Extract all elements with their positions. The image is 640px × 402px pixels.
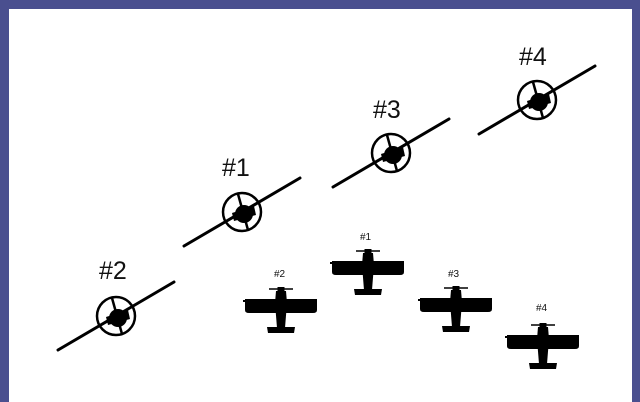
front-aircraft-2: #2 — [56, 257, 176, 352]
front-aircraft-3: #3 — [331, 96, 451, 189]
front-label-1: #1 — [222, 154, 250, 182]
top-label-1: #1 — [360, 232, 372, 243]
front-aircraft-4: #4 — [477, 43, 597, 136]
top-label-3: #3 — [448, 269, 460, 280]
top-aircraft-2: #2 — [242, 269, 318, 334]
front-label-4: #4 — [519, 43, 547, 71]
top-label-4: #4 — [536, 303, 548, 314]
top-aircraft-1: #1 — [329, 232, 405, 296]
top-label-2: #2 — [274, 269, 286, 280]
top-aircraft-3: #3 — [417, 269, 493, 333]
top-aircraft-4: #4 — [504, 303, 580, 370]
front-label-2: #2 — [99, 257, 127, 285]
front-aircraft-1: #1 — [182, 154, 302, 248]
front-label-3: #3 — [373, 96, 401, 124]
